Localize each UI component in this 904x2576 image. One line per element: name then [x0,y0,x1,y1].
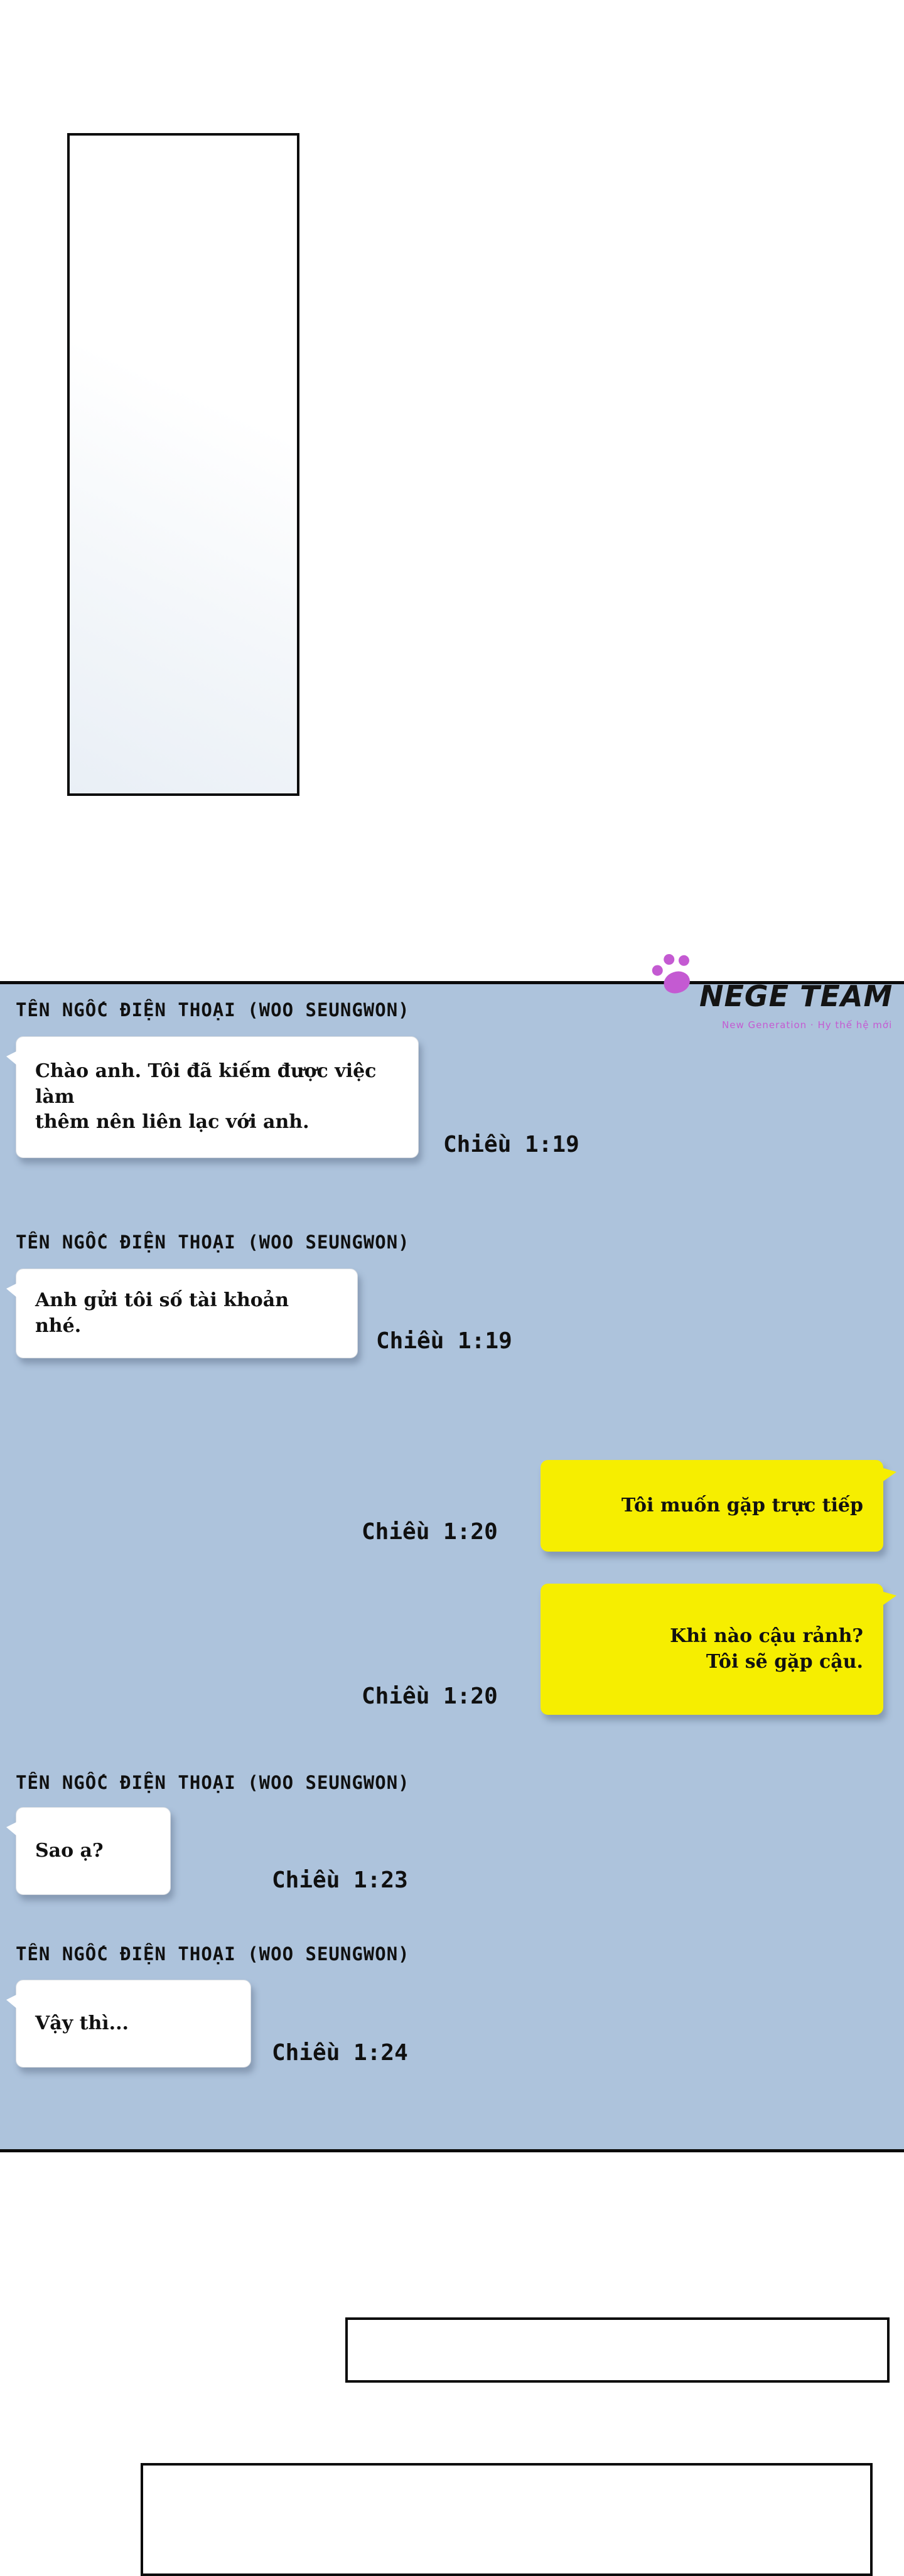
timestamp: Chiều 1:23 [272,1867,408,1893]
message-text: Sao ạ? [35,1839,104,1862]
chat-bubble-sent: Khi nào cậu rảnh? Tôi sẽ gặp cậu. [541,1584,896,1715]
message-text: Chào anh. Tôi đã kiếm được việc làm thêm… [35,1060,377,1134]
bubble-tail-icon [6,1051,18,1066]
message-text: Anh gửi tôi số tài khoản nhé. [35,1289,289,1337]
empty-panel-bottom [345,2317,890,2383]
logo-subtitle: New Generation · Hy thế hệ mới [722,1019,893,1031]
partial-panel-bottom [141,2463,873,2576]
message-text: Vậy thì... [35,2012,129,2034]
sender-name-label: TÊN NGỐC ĐIỆN THOẠI (WOO SEUNGWON) [16,1232,410,1253]
timestamp: Chiều 1:20 [362,1683,498,1709]
timestamp: Chiều 1:19 [443,1132,579,1157]
bubble-tail-icon [881,1591,896,1606]
paw-icon [647,946,704,1003]
bubble-tail-icon [881,1468,896,1483]
message-text: Khi nào cậu rảnh? Tôi sẽ gặp cậu. [670,1625,863,1673]
message-text: Tôi muốn gặp trực tiếp [621,1494,863,1516]
bubble-tail-icon [6,1994,18,2009]
empty-panel-top [67,133,299,796]
sender-name-label: TÊN NGỐC ĐIỆN THOẠI (WOO SEUNGWON) [16,999,410,1021]
logo-title: NEGE TEAM [699,979,893,1013]
timestamp: Chiều 1:20 [362,1519,498,1545]
bubble-tail-icon [6,1283,18,1298]
chat-bubble-sent: Tôi muốn gặp trực tiếp [541,1460,896,1552]
chat-bubble-received: Anh gửi tôi số tài khoản nhé. [6,1269,358,1358]
sender-name-label: TÊN NGỐC ĐIỆN THOẠI (WOO SEUNGWON) [16,1772,410,1793]
chat-bubble-received: Sao ạ? [6,1807,171,1895]
chat-bubble-received: Chào anh. Tôi đã kiếm được việc làm thêm… [6,1036,419,1158]
nege-team-logo: NEGE TEAM New Generation · Hy thế hệ mới [650,943,896,1043]
chat-bubble-received: Vậy thì... [6,1980,251,2068]
chat-screen-panel: TÊN NGỐC ĐIỆN THOẠI (WOO SEUNGWON) Chào … [0,981,904,2152]
timestamp: Chiều 1:19 [376,1328,512,1354]
bubble-tail-icon [6,1822,18,1837]
sender-name-label: TÊN NGỐC ĐIỆN THOẠI (WOO SEUNGWON) [16,1943,410,1965]
timestamp: Chiều 1:24 [272,2040,408,2066]
